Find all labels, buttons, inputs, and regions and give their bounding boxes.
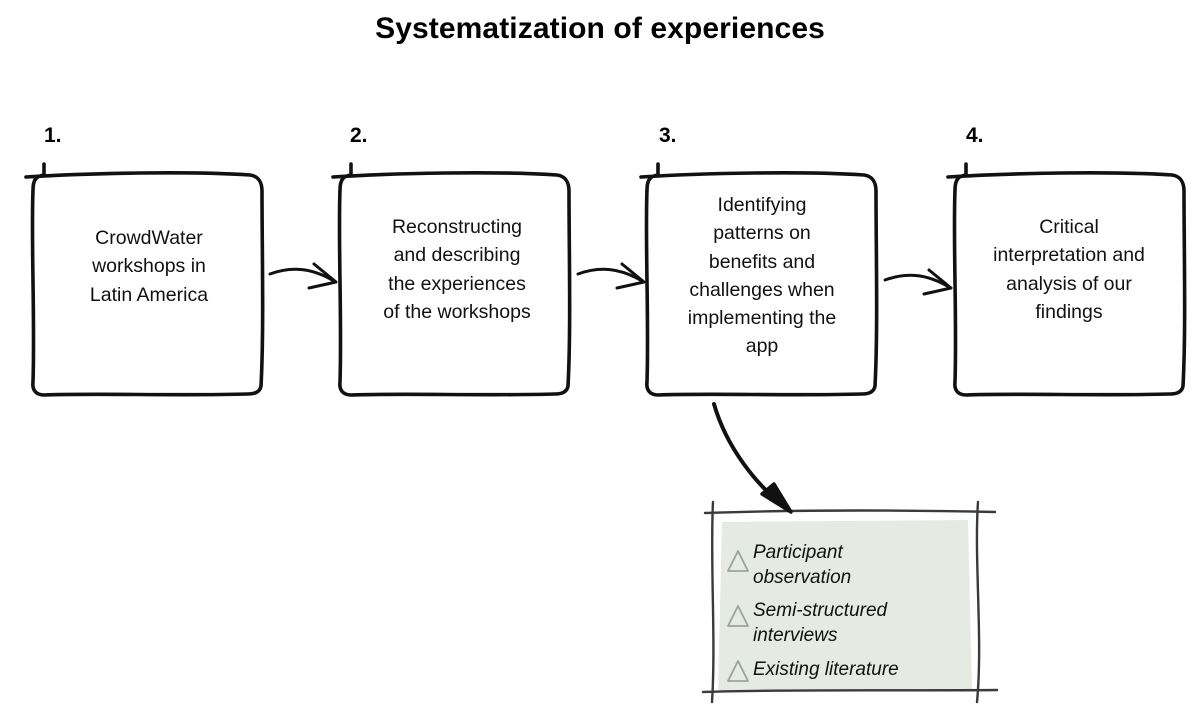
methods-note-item-1: Participant observation [753, 542, 852, 589]
page-title: Systematization of experiences [375, 12, 825, 45]
methods-note-item-3: Existing literature [753, 659, 899, 680]
step-label-2: Reconstructing and describing the experi… [383, 216, 531, 323]
step-number-4: 4. [966, 124, 984, 147]
triangle-outline-icon [727, 550, 749, 572]
methods-note-item-2: Semi-structured interviews [753, 600, 888, 647]
arrow-step3-to-step4 [883, 268, 953, 296]
triangle-outline-icon [727, 660, 749, 682]
step-label-1: CrowdWater workshops in Latin America [89, 227, 209, 306]
step-label-3: Identifying patterns on benefits and cha… [687, 194, 837, 358]
methods-note-bullets [727, 550, 749, 682]
step-number-2: 2. [350, 124, 368, 147]
triangle-outline-icon [727, 605, 749, 627]
step-number-3: 3. [659, 124, 677, 147]
step-number-1: 1. [44, 124, 62, 147]
arrow-step1-to-step2 [268, 262, 338, 290]
arrow-step2-to-step3 [576, 262, 646, 290]
step-label-4: Critical interpretation and analysis of … [993, 216, 1145, 323]
arrow-step3-to-methods-note [712, 402, 793, 514]
